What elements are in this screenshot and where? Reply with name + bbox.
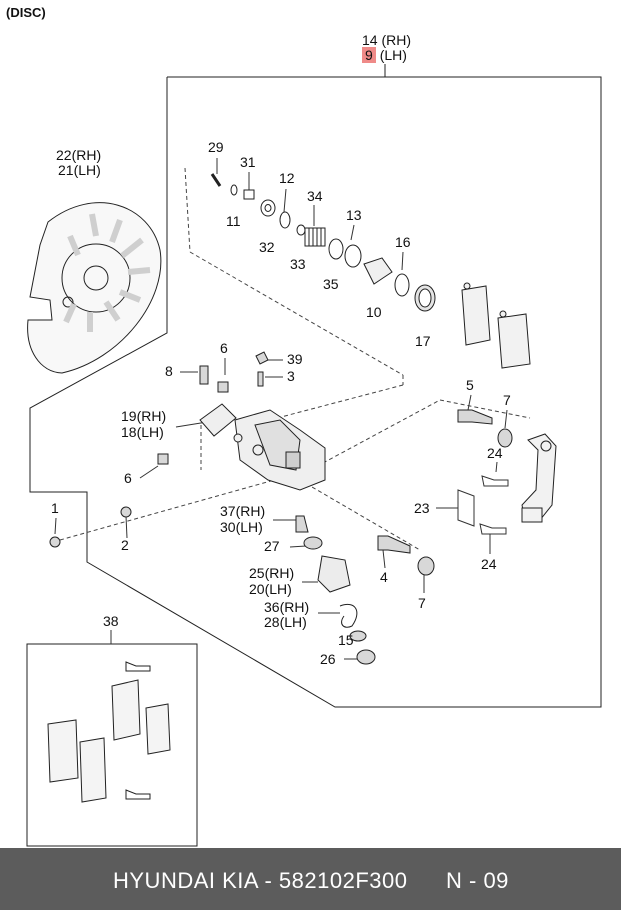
callout-2: 2 [121,537,129,553]
callout-30: 30(LH) [220,519,263,535]
callout-15: 15 [338,632,354,648]
callout-14: 14 (RH) [362,32,412,48]
callout-29: 29 [208,139,224,155]
callout-7-bottom: 7 [418,595,426,611]
caliper-bracket [521,433,557,523]
diagram-title: (DISC) [6,5,46,20]
callout-24-top: 24 [487,445,503,461]
diagram-code: N - 09 [446,868,509,893]
callout-27: 27 [264,538,280,554]
callout-3: 3 [287,368,295,384]
diagram-drawing [26,64,602,847]
callout-1: 1 [51,500,59,516]
callout-39: 39 [287,351,303,367]
callout-22: 22(RH) [56,147,102,163]
parts-diagram: (DISC) 14 (RH) 9 (LH) 22(RH) 21(LH) 29 3… [6,5,602,847]
part-9-highlight: 9 [362,47,376,63]
dust-shield [27,202,162,374]
callout-6-mid: 6 [124,470,132,486]
caliper-body [199,403,326,491]
callout-17: 17 [415,333,431,349]
callout-9: 9 (LH) [362,47,407,63]
caliper-seal-kit [210,173,436,312]
callout-8: 8 [165,363,173,379]
callout-12: 12 [279,170,295,186]
callout-16: 16 [395,234,411,250]
pad-kit-frame [26,643,198,847]
callout-21: 21(LH) [58,162,101,178]
pad-kit [47,661,171,803]
part-number-label: HYUNDAI KIA - 582102F300 [113,868,408,893]
callout-13: 13 [346,207,362,223]
callout-37: 37(RH) [220,503,266,519]
callout-36: 36(RH) [264,599,310,615]
callout-10: 10 [366,304,382,320]
callout-32: 32 [259,239,275,255]
callout-19: 19(RH) [121,408,167,424]
callout-38: 38 [103,613,119,629]
callout-7-top: 7 [503,392,511,408]
callout-24-bottom: 24 [481,556,497,572]
callout-4: 4 [380,569,388,585]
callout-6-top: 6 [220,340,228,356]
footer-bar: HYUNDAI KIA - 582102F300 N - 09 [0,848,621,910]
callout-26: 26 [320,651,336,667]
callout-25: 25(RH) [249,565,295,581]
callout-5: 5 [466,377,474,393]
callout-28: 28(LH) [264,614,307,630]
callout-34: 34 [307,188,323,204]
callout-33: 33 [290,256,306,272]
callout-23: 23 [414,500,430,516]
callout-11: 11 [226,213,241,229]
callout-18: 18(LH) [121,424,164,440]
callout-20: 20(LH) [249,581,292,597]
anti-rattle-clips [457,475,509,535]
brake-pads [461,282,531,369]
main-frame [29,76,602,708]
callout-35: 35 [323,276,339,292]
bolts [49,351,513,665]
callout-31: 31 [240,154,256,170]
